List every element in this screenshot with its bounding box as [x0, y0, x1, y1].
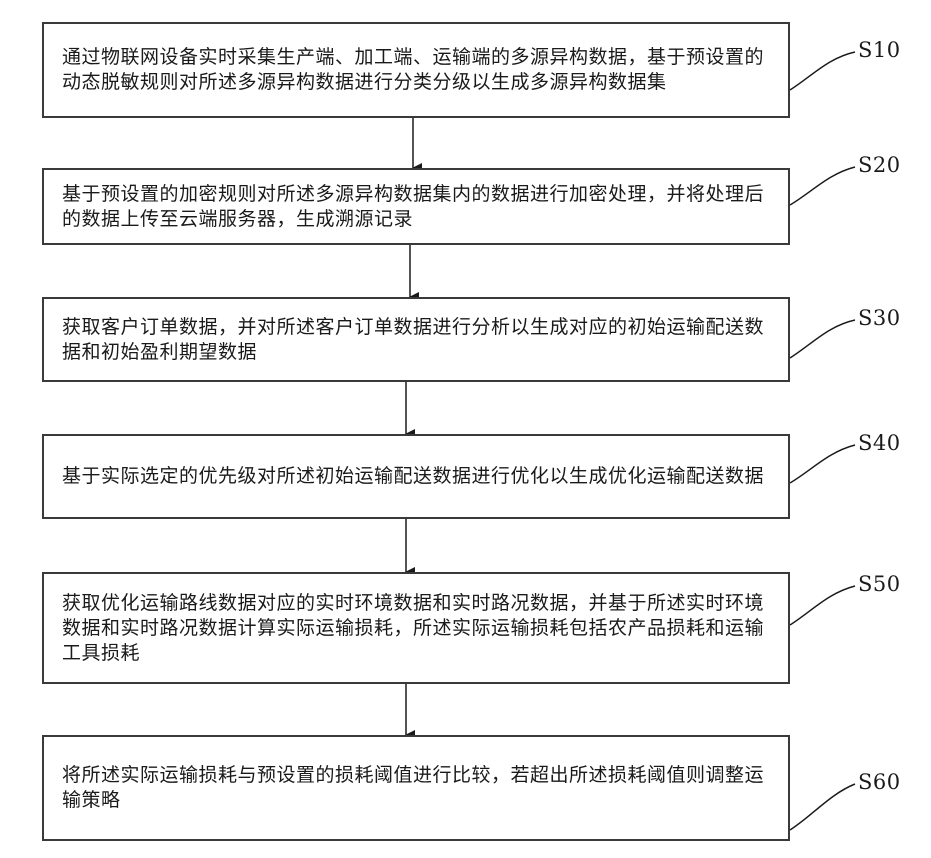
step-text-s30: 获取客户订单数据，并对所述客户订单数据进行分析以生成对应的初始运输配送数据和初始… [62, 315, 770, 365]
step-text-s50: 获取优化运输路线数据对应的实时环境数据和实时路况数据，并基于所述实时环境数据和实… [62, 591, 770, 666]
leader-s40 [790, 445, 855, 483]
leader-s10 [790, 52, 855, 90]
step-box-s30: 获取客户订单数据，并对所述客户订单数据进行分析以生成对应的初始运输配送数据和初始… [42, 297, 790, 382]
step-label-s50: S50 [858, 572, 901, 596]
step-label-s40: S40 [858, 431, 901, 455]
step-box-s20: 基于预设置的加密规则对所述多源异构数据集内的数据进行加密处理，并将处理后的数据上… [42, 168, 790, 245]
step-text-s20: 基于预设置的加密规则对所述多源异构数据集内的数据进行加密处理，并将处理后的数据上… [62, 182, 770, 232]
leader-s20 [790, 167, 855, 205]
leader-s60 [790, 784, 855, 830]
step-box-s50: 获取优化运输路线数据对应的实时环境数据和实时路况数据，并基于所述实时环境数据和实… [42, 572, 790, 684]
step-box-s40: 基于实际选定的优先级对所述初始运输配送数据进行优化以生成优化运输配送数据 [42, 434, 790, 519]
step-label-s30: S30 [858, 306, 901, 330]
step-box-s60: 将所述实际运输损耗与预设置的损耗阈值进行比较，若超出所述损耗阈值则调整运输策略 [42, 735, 790, 841]
leader-s30 [790, 320, 855, 358]
step-box-s10: 通过物联网设备实时采集生产端、加工端、运输端的多源异构数据，基于预设置的动态脱敏… [42, 22, 790, 118]
step-text-s60: 将所述实际运输损耗与预设置的损耗阈值进行比较，若超出所述损耗阈值则调整运输策略 [62, 763, 770, 813]
step-label-s60: S60 [858, 770, 901, 794]
step-text-s40: 基于实际选定的优先级对所述初始运输配送数据进行优化以生成优化运输配送数据 [62, 464, 764, 489]
step-label-s10: S10 [858, 38, 901, 62]
leader-s50 [790, 586, 855, 625]
step-text-s10: 通过物联网设备实时采集生产端、加工端、运输端的多源异构数据，基于预设置的动态脱敏… [62, 45, 770, 95]
step-label-s20: S20 [858, 153, 901, 177]
